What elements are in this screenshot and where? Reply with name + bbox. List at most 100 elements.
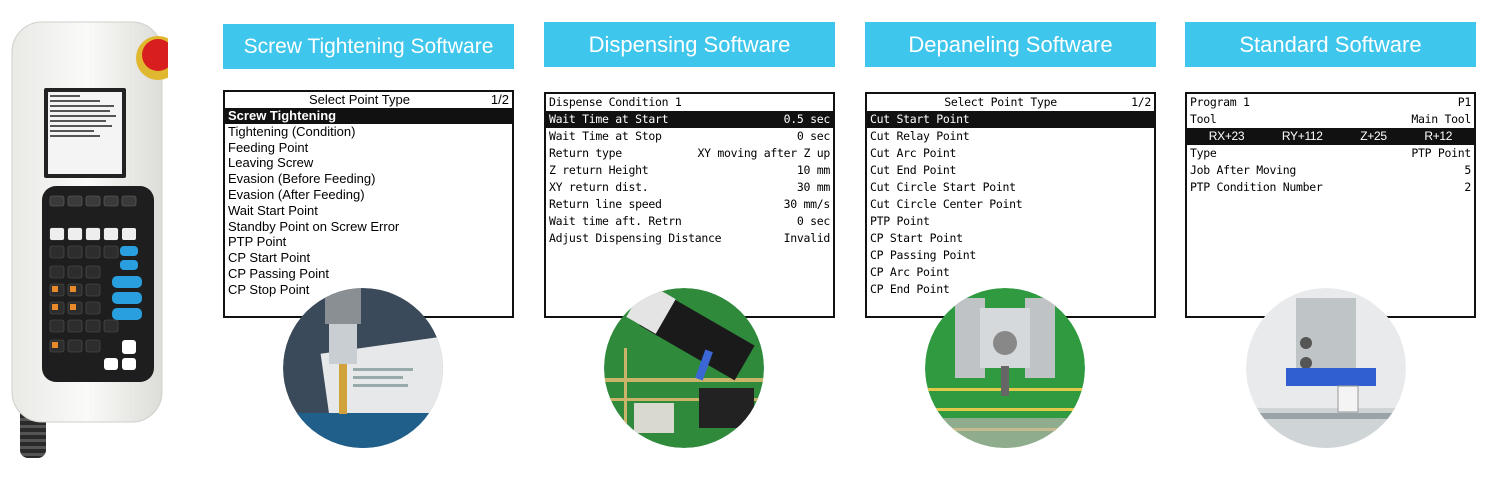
point-type-item[interactable]: Wait Start Point [225, 203, 512, 219]
point-type-label: CP Passing Point [870, 248, 976, 262]
tool-label: Tool [1190, 112, 1217, 126]
depaneling-screen: Select Point Type 1/2 Cut Start Point Cu… [865, 92, 1156, 318]
setting-label: PTP Condition Number [1190, 180, 1323, 194]
page-indicator: 1/2 [1131, 95, 1151, 109]
program-value: P1 [1457, 95, 1472, 109]
point-type-item[interactable]: Evasion (Before Feeding) [225, 171, 512, 187]
point-type-item[interactable]: Tightening (Condition) [225, 124, 512, 140]
condition-row[interactable]: Wait time aft. Retrn 0 sec [546, 213, 833, 230]
point-type-label: CP Start Point [870, 231, 963, 245]
coordinate-row[interactable]: RX+23 RY+112 Z+25 R+12 [1187, 128, 1474, 145]
point-type-label: Feeding Point [228, 139, 309, 155]
dispensing-header: Dispensing Software [544, 22, 835, 67]
screw-tightening-photo [283, 288, 443, 448]
point-type-item[interactable]: Feeding Point [225, 140, 512, 156]
condition-value: 10 mm [796, 163, 830, 177]
condition-row[interactable]: Z return Height 10 mm [546, 162, 833, 179]
point-type-label: Cut Start Point [870, 112, 970, 126]
screw-tightening-screen: Select Point Type 1/2 Screw Tightening T… [223, 90, 514, 318]
point-type-item[interactable]: Standby Point on Screw Error [225, 219, 512, 235]
screen-title: Select Point Type [944, 95, 1057, 109]
setting-label: Type [1190, 146, 1217, 160]
point-type-item[interactable]: Cut Start Point [867, 111, 1154, 128]
screen-title-row: Select Point Type 1/2 [867, 94, 1154, 111]
condition-value: 30 mm [796, 180, 830, 194]
teach-pendant-image [11, 21, 168, 423]
point-type-item[interactable]: Evasion (After Feeding) [225, 187, 512, 203]
point-type-label: Evasion (Before Feeding) [228, 171, 376, 187]
setting-row[interactable]: PTP Condition Number 2 [1187, 179, 1474, 196]
point-type-label: CP End Point [870, 282, 950, 296]
point-type-item[interactable]: Screw Tightening [225, 108, 512, 124]
point-type-label: Tightening (Condition) [228, 123, 356, 139]
point-type-label: Standby Point on Screw Error [228, 218, 400, 234]
condition-value: XY moving after Z up [697, 146, 831, 160]
screw-tightening-header: Screw Tightening Software [223, 24, 514, 69]
point-type-item[interactable]: CP Passing Point [867, 247, 1154, 264]
page-indicator: 1/2 [490, 92, 509, 107]
point-type-label: Evasion (After Feeding) [228, 186, 365, 202]
point-type-item[interactable]: CP End Point [867, 281, 1154, 298]
screen-title-row: Dispense Condition 1 [546, 94, 833, 111]
point-type-label: CP Passing Point [228, 265, 329, 281]
condition-value: 30 mm/s [783, 197, 831, 211]
point-type-item[interactable]: Cut Arc Point [867, 145, 1154, 162]
tool-row: Tool Main Tool [1187, 111, 1474, 128]
setting-label: Job After Moving [1190, 163, 1296, 177]
setting-value: 5 [1464, 163, 1471, 177]
condition-row[interactable]: Return line speed 30 mm/s [546, 196, 833, 213]
point-type-label: Cut End Point [870, 163, 957, 177]
standard-photo [1246, 288, 1406, 448]
point-type-label: PTP Point [228, 234, 287, 250]
point-type-item[interactable]: Cut End Point [867, 162, 1154, 179]
point-type-item[interactable]: CP Start Point [225, 250, 512, 266]
setting-value: 2 [1464, 180, 1471, 194]
condition-label: XY return dist. [549, 180, 649, 194]
setting-row[interactable]: Type PTP Point [1187, 145, 1474, 162]
point-type-item[interactable]: Cut Circle Center Point [867, 196, 1154, 213]
point-type-item[interactable]: Cut Circle Start Point [867, 179, 1154, 196]
point-type-item[interactable]: CP Start Point [867, 230, 1154, 247]
point-type-item[interactable]: Cut Relay Point [867, 128, 1154, 145]
point-type-item[interactable]: CP Passing Point [225, 266, 512, 282]
coord-rx: RX+23 [1208, 129, 1245, 143]
point-type-label: Cut Circle Center Point [870, 197, 1023, 211]
tool-value: Main Tool [1411, 112, 1471, 126]
condition-row[interactable]: Return type XY moving after Z up [546, 145, 833, 162]
screen-title: Select Point Type [308, 92, 410, 107]
point-type-label: Cut Relay Point [870, 129, 970, 143]
point-type-label: CP Start Point [228, 250, 311, 266]
depaneling-photo [925, 288, 1085, 448]
setting-row[interactable]: Job After Moving 5 [1187, 162, 1474, 179]
point-type-label: Wait Start Point [228, 202, 318, 218]
point-type-label: CP Stop Point [228, 281, 310, 297]
condition-label: Return line speed [549, 197, 662, 211]
point-type-item[interactable]: CP Arc Point [867, 264, 1154, 281]
point-type-item[interactable]: Leaving Screw [225, 155, 512, 171]
setting-value: PTP Point [1411, 146, 1471, 160]
standard-header: Standard Software [1185, 22, 1476, 67]
point-type-item[interactable]: PTP Point [867, 213, 1154, 230]
condition-label: Return type [549, 146, 622, 160]
point-type-label: Screw Tightening [228, 108, 337, 123]
point-type-item[interactable]: CP Stop Point [225, 282, 512, 298]
condition-row[interactable]: XY return dist. 30 mm [546, 179, 833, 196]
point-type-item[interactable]: PTP Point [225, 234, 512, 250]
condition-value: Invalid [783, 231, 831, 245]
point-type-label: CP Arc Point [870, 265, 950, 279]
screen-title: Dispense Condition 1 [549, 95, 682, 109]
condition-row[interactable]: Adjust Dispensing Distance Invalid [546, 230, 833, 247]
condition-label: Adjust Dispensing Distance [549, 231, 722, 245]
depaneling-header: Depaneling Software [865, 22, 1156, 67]
condition-label: Z return Height [549, 163, 649, 177]
condition-value: 0 sec [796, 214, 830, 228]
condition-label: Wait time aft. Retrn [549, 214, 682, 228]
dispensing-photo [604, 288, 764, 448]
coord-z: Z+25 [1360, 129, 1387, 143]
condition-value: 0.5 sec [783, 112, 831, 126]
point-type-label: PTP Point [870, 214, 930, 228]
